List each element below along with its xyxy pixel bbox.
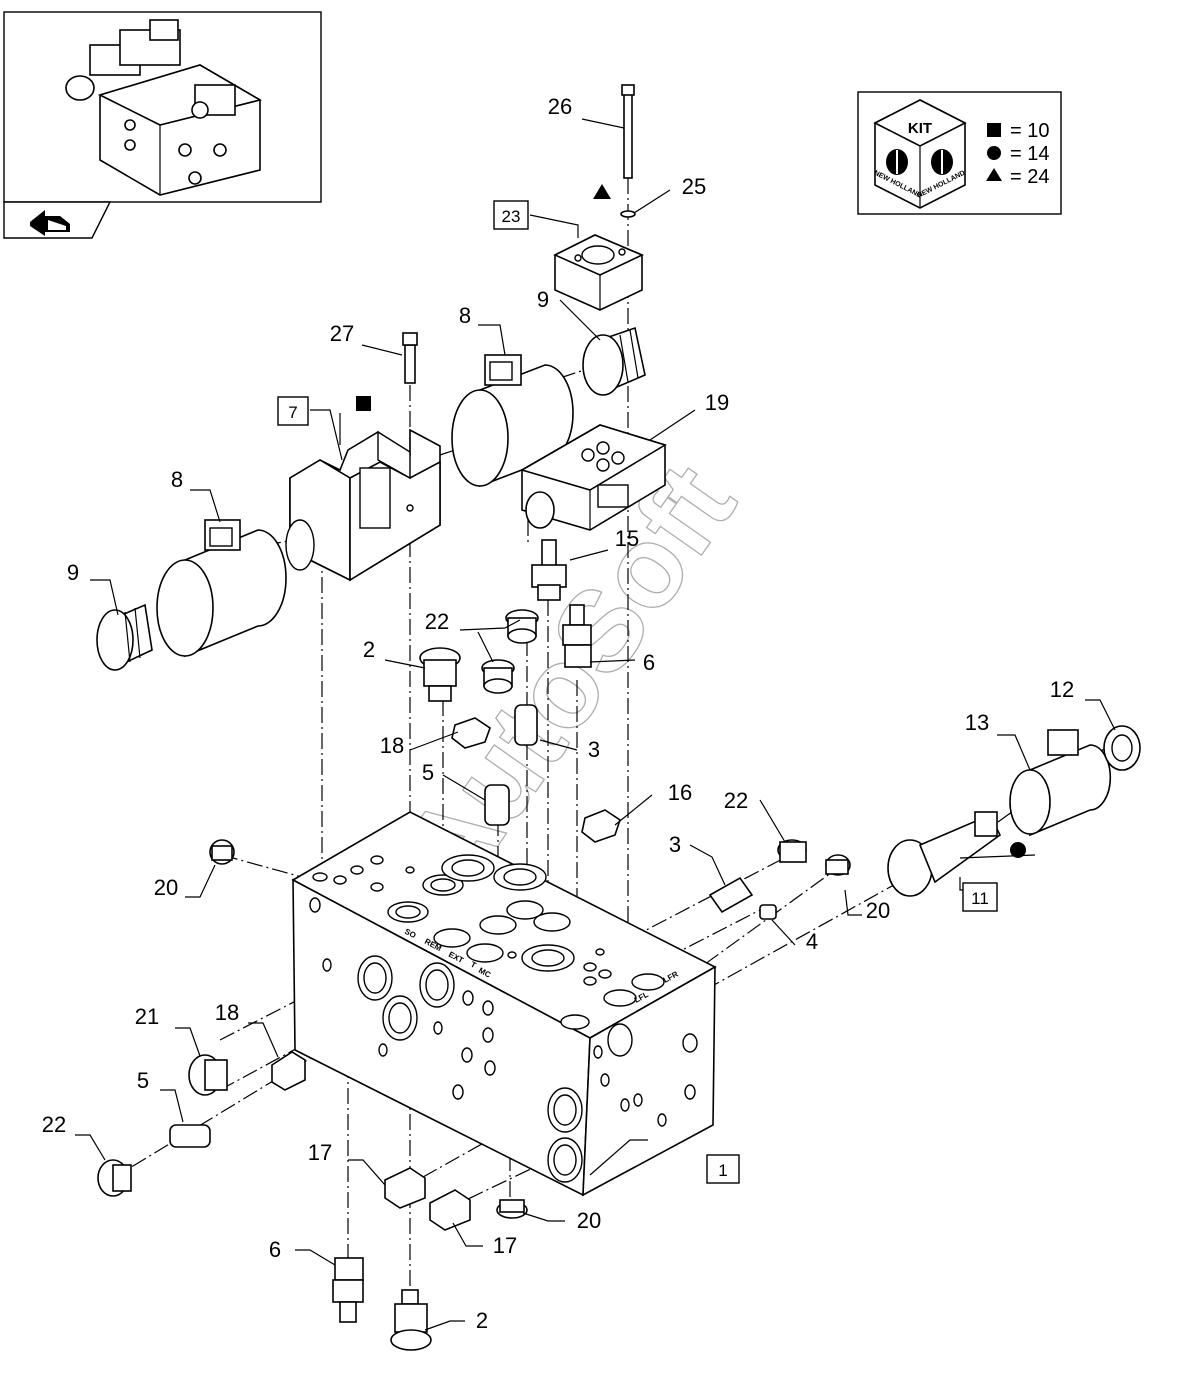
orifice-5-left [169, 1124, 211, 1148]
plug-22-upper-b [481, 659, 515, 694]
circle-symbol-icon [987, 146, 1001, 160]
callout-17b: 17 [493, 1233, 517, 1258]
callout-20c: 20 [577, 1208, 601, 1233]
callout-box-11 [962, 882, 998, 912]
solenoid-coil-left [156, 519, 287, 658]
callout-12: 12 [1050, 677, 1074, 702]
callout-16: 16 [668, 780, 692, 805]
callout-3a: 3 [588, 737, 600, 762]
callout-15: 15 [615, 526, 639, 551]
kit-marker-triangle-icon [593, 184, 611, 199]
callout-4: 4 [806, 929, 818, 954]
spacer-plate [553, 234, 644, 311]
callout-22c: 22 [42, 1112, 66, 1137]
orifice-3-upper [514, 704, 538, 746]
callout-box-23 [493, 200, 529, 230]
callout-26: 26 [548, 94, 572, 119]
callout-20a: 20 [154, 875, 178, 900]
valve-cartridge [519, 424, 667, 531]
callout-18b: 18 [215, 1000, 239, 1025]
callout-17a: 17 [308, 1140, 332, 1165]
check-valve-2-lower [390, 1289, 432, 1351]
plug-16 [581, 809, 621, 843]
callout-2b: 2 [476, 1308, 488, 1333]
callout-23: 23 [502, 207, 521, 226]
callout-9b: 9 [537, 287, 549, 312]
callout-6b: 6 [269, 1237, 281, 1262]
kit-entry-triangle: = 24 [1010, 166, 1049, 188]
callout-2a: 2 [363, 637, 375, 662]
callout-22b: 22 [724, 788, 748, 813]
valve-body [285, 428, 441, 582]
plug-20-lower [496, 1199, 528, 1219]
pin-4 [759, 904, 777, 920]
plug-17-b [429, 1189, 471, 1231]
plug-22-left [97, 1159, 132, 1197]
plug-20-right [825, 854, 851, 876]
plug-17-a [384, 1167, 426, 1209]
plug-22-right [777, 839, 807, 863]
marking-t: T [469, 960, 478, 970]
coil-nut-right [582, 326, 646, 396]
square-symbol-icon [987, 123, 1001, 137]
kit-marker-square-icon [356, 396, 371, 411]
kit-legend: KIT NEW HOLLAND NEW HOLLAND = 10 = 14 = … [857, 91, 1062, 215]
callout-18a: 18 [380, 733, 404, 758]
thumbnail-image [65, 19, 263, 196]
check-valve-2-upper [419, 647, 461, 702]
kit-entry-circle: = 14 [1010, 143, 1049, 165]
callout-27: 27 [330, 321, 354, 346]
washer-25 [620, 210, 636, 218]
callout-7: 7 [288, 403, 297, 422]
orifice-5-upper [484, 784, 510, 826]
sensor-6-lower [332, 1257, 364, 1323]
callout-6a: 6 [643, 650, 655, 675]
solenoid-coil-13 [1009, 729, 1112, 837]
triangle-symbol-icon [986, 168, 1002, 181]
plug-18-upper [451, 717, 491, 749]
kit-entry-square: = 10 [1010, 120, 1049, 142]
sensor-6-upper [562, 604, 592, 668]
callout-5a: 5 [422, 760, 434, 785]
plug-20-left [209, 839, 235, 865]
kit-marker-circle-icon [1010, 842, 1026, 858]
coil-nut-12 [1103, 725, 1141, 771]
bolt-26 [621, 84, 635, 179]
plug-21 [188, 1054, 228, 1096]
callout-13: 13 [965, 710, 989, 735]
callout-5b: 5 [137, 1068, 149, 1093]
valve-stem-11 [887, 811, 1002, 897]
callout-1: 1 [718, 1161, 727, 1180]
callout-box-7 [277, 396, 309, 426]
callout-20b: 20 [866, 898, 890, 923]
bolt-27 [402, 332, 418, 384]
callout-19: 19 [705, 390, 729, 415]
callout-25: 25 [682, 174, 706, 199]
plug-22-upper-a [505, 609, 539, 644]
callout-3b: 3 [669, 832, 681, 857]
pressure-switch-15 [531, 539, 567, 601]
coil-nut-left [96, 603, 153, 671]
callout-21: 21 [135, 1004, 159, 1029]
leader-lines [75, 118, 1116, 1331]
page-back-arrow-icon[interactable] [3, 201, 112, 239]
kit-label: KIT [908, 120, 932, 137]
orifice-3-right [708, 876, 754, 914]
callout-9a: 9 [67, 560, 79, 585]
callout-22a: 22 [425, 609, 449, 634]
callout-8b: 8 [459, 303, 471, 328]
thumbnail-panel[interactable] [3, 11, 322, 203]
callout-8a: 8 [171, 467, 183, 492]
manifold-block: SO REM EXT T MC LFR LFL [291, 811, 717, 1197]
callout-box-1 [706, 1154, 740, 1184]
plug-18-left [271, 1051, 306, 1091]
callout-11: 11 [971, 889, 989, 908]
